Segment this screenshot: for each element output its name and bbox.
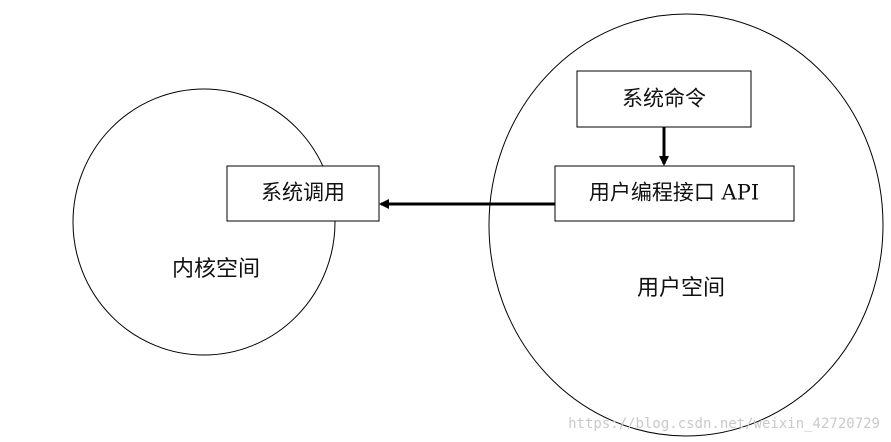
watermark-text: https://blog.csdn.net/weixin_42720729 [568, 416, 880, 432]
user-api-box: 用户编程接口 API [554, 165, 795, 222]
user-api-label: 用户编程接口 API [589, 181, 759, 205]
user-space-label: 用户空间 [637, 276, 725, 301]
kernel-space-circle [72, 88, 336, 356]
system-command-label: 系统命令 [622, 87, 706, 111]
user-space-circle [488, 13, 884, 437]
system-command-box: 系统命令 [576, 70, 752, 128]
kernel-space-label: 内核空间 [172, 257, 260, 282]
system-call-label: 系统调用 [261, 181, 345, 205]
system-call-box: 系统调用 [226, 165, 380, 222]
